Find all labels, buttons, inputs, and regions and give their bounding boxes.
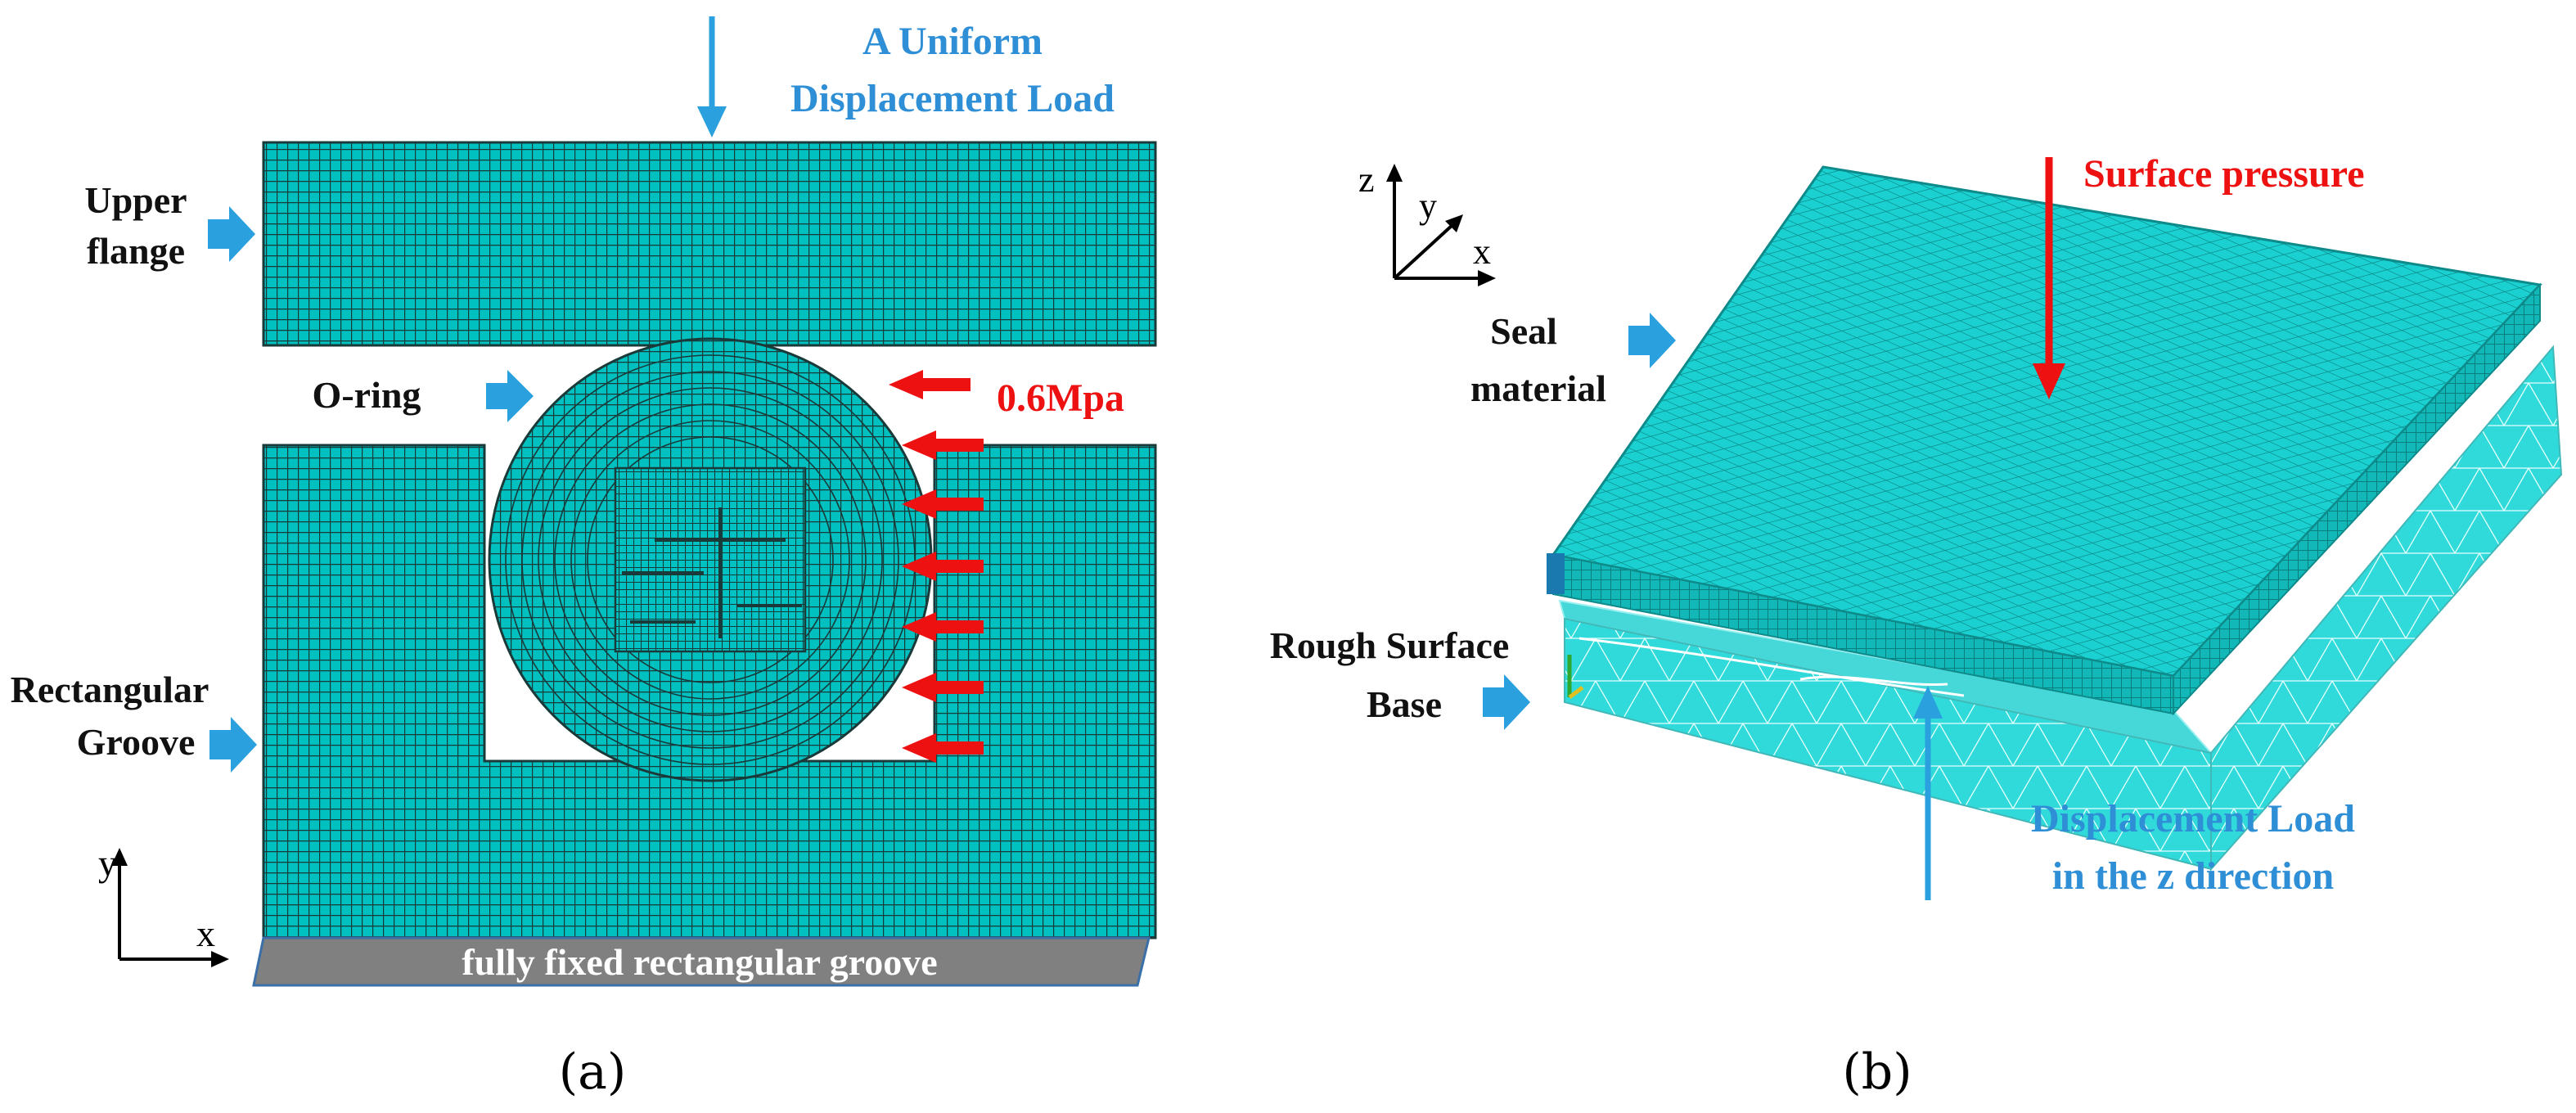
pressure-arrow-2 [902, 430, 984, 460]
seal-label-line1: Seal [1490, 310, 1557, 352]
upper-flange-label-line2: flange [87, 230, 185, 272]
pressure-arrow-1 [889, 370, 971, 399]
groove-label-line1: Rectangular [11, 669, 209, 710]
groove-label-line2: Groove [77, 721, 196, 763]
disp-load-label-line2: in the z direction [2052, 854, 2334, 898]
axis-x-label-b: x [1473, 232, 1491, 272]
oring-mesh [488, 337, 933, 782]
panel-b: z y x Surface pressure Seal [1270, 152, 2563, 1101]
upper-flange-pointer-icon [208, 206, 255, 262]
axis-x-arrow-icon-b [1478, 270, 1496, 286]
axes-a [118, 856, 221, 961]
uniform-load-label-line1: A Uniform [862, 20, 1043, 63]
groove-pointer-icon [209, 717, 257, 773]
axis-y-label-b: y [1419, 186, 1437, 226]
caption-b: (b) [1842, 1043, 1912, 1101]
rough-surface-base [1558, 345, 2563, 872]
base-label-line1: Rough Surface [1270, 624, 1510, 666]
axis-x-label-a: x [196, 912, 215, 954]
oring-pointer-icon [486, 370, 534, 422]
displacement-load-arrow [697, 16, 727, 137]
seal-material-slab [1551, 165, 2543, 716]
axis-z-arrow-icon [1386, 164, 1403, 182]
upper-flange-mesh [262, 141, 1157, 347]
panel-a: fully fixed rectangular groove A Uniform… [11, 16, 1157, 1101]
seal-label-line2: material [1470, 367, 1606, 409]
base-pointer-icon [1483, 674, 1530, 730]
axis-y-label-a: y [98, 842, 117, 884]
axes-b [1393, 175, 1484, 280]
surface-pressure-arrow [2033, 157, 2065, 399]
pressure-arrow-7 [902, 733, 984, 763]
caption-a: (a) [559, 1043, 627, 1101]
pressure-arrow-5 [902, 612, 984, 642]
pressure-arrow-6 [902, 673, 984, 702]
axis-x-arrow-icon [211, 951, 229, 967]
base-label-line2: Base [1367, 683, 1442, 725]
pressure-arrow-4 [902, 552, 984, 581]
surface-pressure-label: Surface pressure [2083, 152, 2365, 196]
upper-flange-label-line1: Upper [84, 179, 187, 221]
oring-label: O-ring [313, 374, 421, 416]
displacement-load-arrow-b [1913, 686, 1943, 900]
axis-z-label: z [1358, 160, 1375, 200]
disp-load-label-line1: Displacement Load [2031, 797, 2355, 840]
axis-y-arrow-icon [111, 848, 128, 866]
corner-triad-icon [1547, 553, 1584, 699]
uniform-load-label-line2: Displacement Load [790, 77, 1115, 120]
pressure-label-a: 0.6Mpa [997, 376, 1124, 420]
pressure-arrow-3 [902, 489, 984, 519]
pressure-arrows [889, 370, 984, 763]
fixed-base [252, 936, 1151, 987]
seal-pointer-icon [1628, 313, 1676, 368]
axis-y-arrow-icon-b [1445, 214, 1463, 232]
fixed-base-label: fully fixed rectangular groove [462, 941, 937, 983]
